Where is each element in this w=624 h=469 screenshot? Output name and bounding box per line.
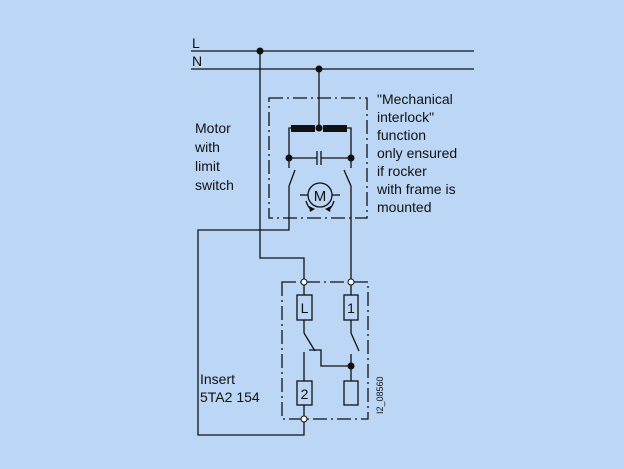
motor-letter: M [314, 188, 327, 205]
switch [303, 332, 316, 352]
terminal-1-label: 1 [347, 300, 355, 316]
text-line: limit [195, 158, 220, 174]
coil [291, 125, 315, 132]
text-line: function [377, 127, 426, 143]
terminal-l-label: L [301, 300, 309, 316]
motor-dashed-box [268, 97, 368, 219]
arrow-head [309, 206, 315, 212]
terminal-blank [343, 380, 359, 406]
wire [347, 127, 352, 168]
wire [309, 349, 351, 367]
drawing-id: I2_08560 [375, 376, 385, 414]
limit-switch [288, 169, 296, 187]
motor-symbol [307, 182, 333, 208]
text-line: with frame is [376, 181, 456, 197]
junction-dot [347, 154, 355, 162]
terminal-point [300, 415, 308, 423]
terminal-point [347, 278, 355, 286]
wire [259, 51, 305, 279]
text-line: "Mechanical [377, 91, 453, 107]
arrow-head [325, 206, 331, 212]
text-line: with [194, 139, 220, 155]
label-n: N [192, 53, 202, 69]
text-line: Motor [195, 120, 231, 136]
terminal-point [300, 278, 308, 286]
junction-dot [347, 362, 355, 370]
switch [350, 332, 360, 352]
junction-dot [315, 124, 323, 132]
text-line: only ensured [377, 145, 457, 161]
text-line: if rocker [377, 163, 427, 179]
text-line: mounted [377, 199, 431, 215]
terminal-2-label: 2 [301, 386, 309, 402]
label-l: L [192, 35, 200, 51]
text-line: switch [195, 177, 234, 193]
limit-switch [343, 169, 352, 187]
text-line: interlock" [377, 109, 434, 125]
coil [323, 125, 347, 132]
wire [288, 127, 291, 168]
insert-label: Insert [200, 371, 235, 387]
motor-label: Motor with limit switch [194, 120, 234, 193]
insert-dashed-box [281, 281, 369, 420]
interlock-note: "Mechanical interlock" function only ens… [376, 91, 457, 215]
wire [197, 186, 305, 436]
junction-dot [285, 154, 293, 162]
insert-model: 5TA2 154 [200, 389, 260, 405]
